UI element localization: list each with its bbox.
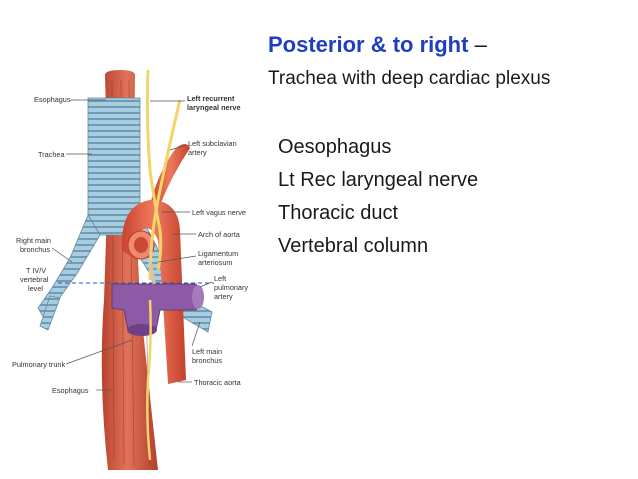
leader-lines <box>51 99 213 391</box>
list-item: Vertebral column <box>278 235 429 257</box>
label-left-vagus: Left vagus nerve <box>192 208 246 217</box>
ligamentum-shape <box>148 261 156 285</box>
heading-dash: – <box>468 32 487 57</box>
label-esophagus-bottom: Esophagus <box>52 386 89 395</box>
slide-heading: Posterior & to right – <box>268 32 487 58</box>
label-left-main-2: bronchus <box>192 356 222 365</box>
label-left-recurrent-2: laryngeal nerve <box>187 103 241 112</box>
label-right-main-1: Right main <box>16 236 51 245</box>
label-arch-of-aorta: Arch of aorta <box>198 230 241 239</box>
label-left-main-1: Left main <box>192 347 222 356</box>
label-pulmonary-trunk: Pulmonary trunk <box>12 360 65 369</box>
label-ligamentum-1: Ligamentum <box>198 249 238 258</box>
label-left-subclavian-1: Left subclavian <box>188 139 237 148</box>
list-item: Oesophagus <box>278 136 392 158</box>
structures-list: Oesophagus Lt Rec laryngeal nerve Thorac… <box>278 131 478 263</box>
anatomy-figure: Esophagus Left recurrent laryngeal nerve… <box>12 69 248 470</box>
label-left-recurrent-1: Left recurrent <box>187 94 235 103</box>
label-thoracic-aorta: Thoracic aorta <box>194 378 242 387</box>
label-right-main-2: bronchus <box>20 245 50 254</box>
slide-subheading: Trachea with deep cardiac plexus <box>268 68 551 89</box>
list-item: Lt Rec laryngeal nerve <box>278 169 479 191</box>
label-left-subclavian-2: artery <box>188 148 207 157</box>
list-item: Thoracic duct <box>278 202 399 224</box>
label-vertebral-2: vertebral <box>20 275 49 284</box>
label-left-pulmonary-2: pulmonary <box>214 283 248 292</box>
heading-accent: Posterior & to right <box>268 32 469 57</box>
label-esophagus-top: Esophagus <box>34 95 71 104</box>
label-left-pulmonary-1: Left <box>214 274 226 283</box>
nerves-shape <box>145 69 182 461</box>
label-trachea: Trachea <box>38 150 65 159</box>
label-vertebral-1: T IV/V <box>26 266 46 275</box>
label-ligamentum-2: arteriosum <box>198 258 232 267</box>
label-left-pulmonary-3: artery <box>214 292 233 301</box>
label-vertebral-3: level <box>28 284 43 293</box>
